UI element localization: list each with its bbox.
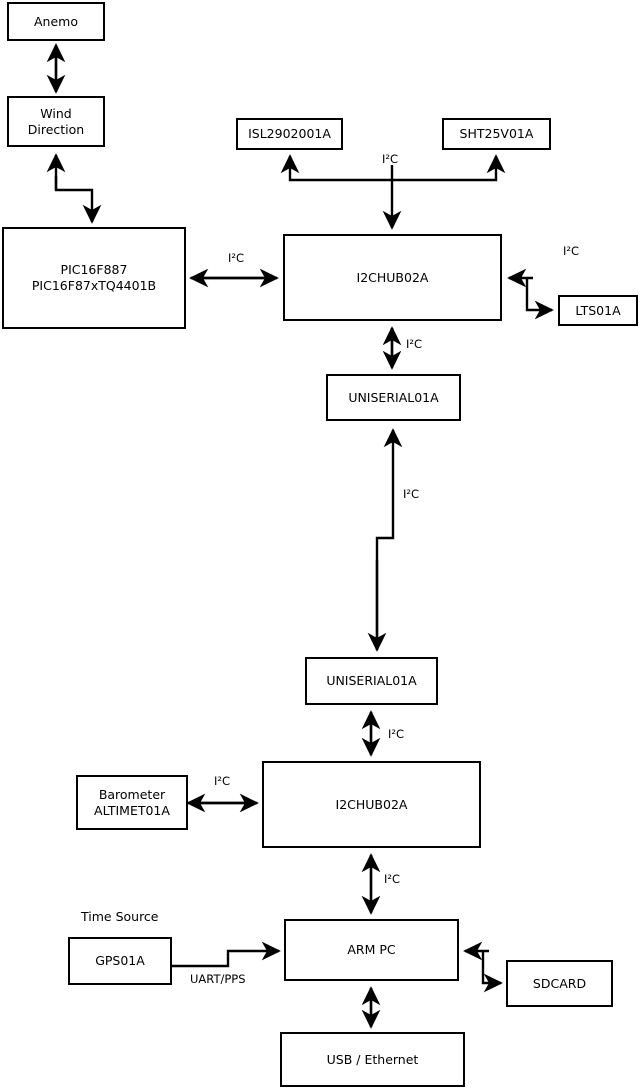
wire-label-uart-pps: UART/PPS	[190, 972, 246, 986]
wire-hub-bus-sht	[392, 154, 506, 182]
node-i2chub02a-top-label: I2CHUB02A	[356, 269, 429, 285]
node-wind-direction-label: Wind Direction	[27, 105, 85, 137]
node-uniserial01a-upper-label: UNISERIAL01A	[348, 389, 439, 405]
node-arm-pc-label: ARM PC	[347, 942, 396, 957]
node-i2chub02a-top[interactable]: I2CHUB02A	[283, 234, 502, 321]
wire-label-i2c-hub2-armpc: I²C	[384, 872, 401, 886]
node-anemo[interactable]: Anemo	[7, 2, 105, 41]
node-i2chub02a-bottom-label: I2CHUB02A	[335, 796, 408, 812]
node-usb-ethernet-label: USB / Ethernet	[326, 1051, 419, 1067]
wire-arm-sdcard-out	[481, 951, 503, 993]
wire-uni2-uni1-up	[375, 428, 403, 650]
node-uniserial01a-upper[interactable]: UNISERIAL01A	[326, 374, 461, 421]
node-lts01a[interactable]: LTS01A	[558, 295, 638, 326]
node-uniserial01a-lower[interactable]: UNISERIAL01A	[305, 657, 438, 705]
node-barometer-altimet01a-label: Barometer ALTIMET01A	[94, 786, 170, 818]
wire-label-i2c-uniserial-link: I²C	[403, 487, 420, 501]
node-sht25v01a-label: SHT25V01A	[459, 126, 534, 141]
node-isl2902001a-label: ISL2902001A	[248, 126, 331, 141]
node-pic-microcontroller[interactable]: PIC16F887 PIC16F87xTQ4401B	[2, 227, 186, 329]
wire-label-i2c-hub-lts: I²C	[563, 244, 580, 258]
wire-label-i2c-barometer-hub2: I²C	[214, 774, 231, 788]
node-usb-ethernet[interactable]: USB / Ethernet	[280, 1032, 465, 1087]
node-arm-pc[interactable]: ARM PC	[284, 919, 459, 981]
node-lts01a-label: LTS01A	[575, 302, 621, 318]
wire-gps-arm	[172, 941, 281, 968]
node-isl2902001a[interactable]: ISL2902001A	[236, 118, 343, 150]
node-i2chub02a-bottom[interactable]: I2CHUB02A	[262, 761, 481, 848]
wire-pic-wind-down	[54, 176, 102, 224]
node-gps01a[interactable]: GPS01A	[68, 937, 172, 985]
node-wind-direction[interactable]: Wind Direction	[7, 96, 105, 147]
node-gps01a-label: GPS01A	[95, 953, 145, 968]
wire-hub-lts-out	[525, 278, 554, 320]
node-anemo-label: Anemo	[34, 13, 78, 29]
node-uniserial01a-lower-label: UNISERIAL01A	[326, 673, 417, 688]
node-pic-microcontroller-label: PIC16F887 PIC16F87xTQ4401B	[31, 262, 157, 293]
wire-hub-bus-isl	[280, 154, 392, 182]
node-sdcard-label: SDCARD	[532, 975, 587, 991]
node-sdcard[interactable]: SDCARD	[506, 960, 613, 1007]
wire-label-i2c-hub-uniserial: I²C	[406, 337, 423, 351]
node-barometer-altimet01a[interactable]: Barometer ALTIMET01A	[76, 775, 188, 830]
wire-label-i2c-isl-sht: I²C	[382, 152, 399, 166]
label-time-source: Time Source	[81, 909, 159, 924]
wire-label-i2c-uniserial-hub2: I²C	[388, 727, 405, 741]
wire-label-i2c-pic-hub: I²C	[228, 251, 245, 265]
node-sht25v01a[interactable]: SHT25V01A	[442, 118, 551, 150]
